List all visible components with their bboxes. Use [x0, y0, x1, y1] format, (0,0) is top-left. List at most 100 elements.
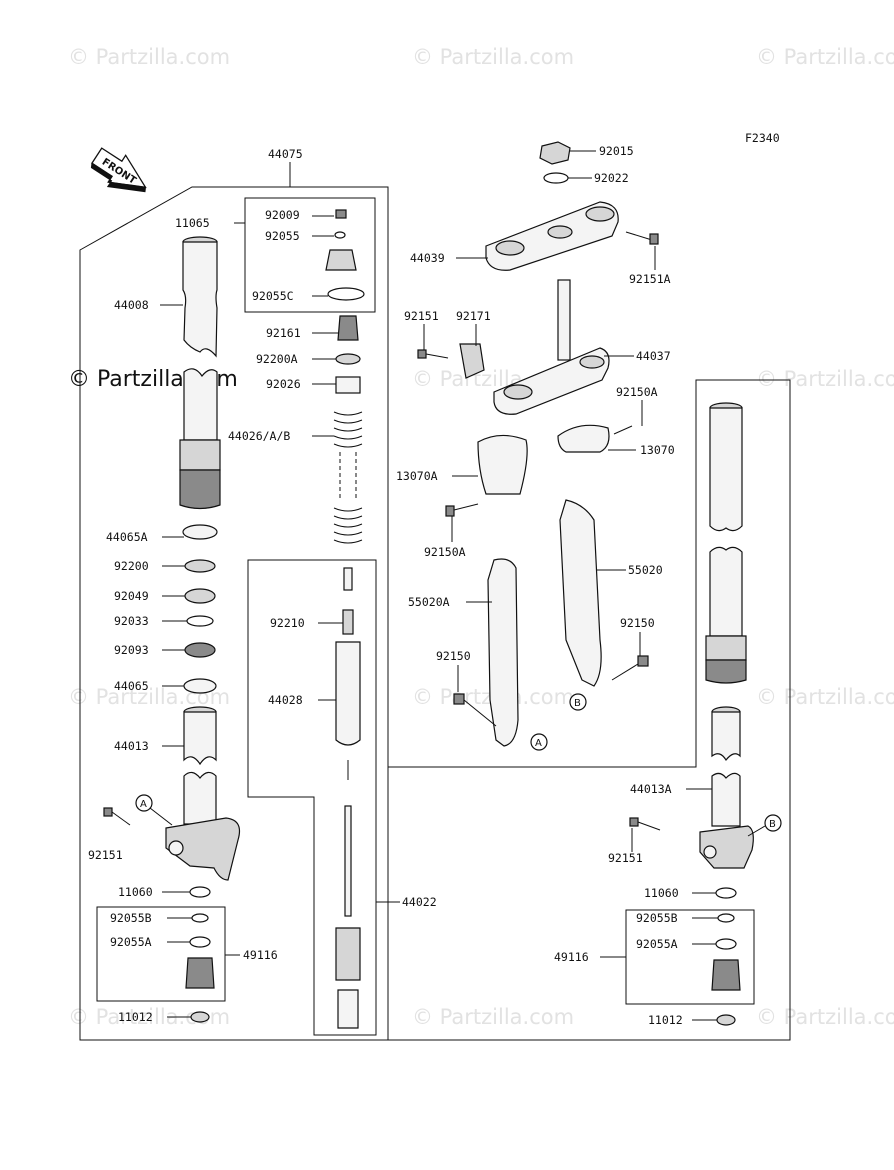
bolt-92150a-low — [445, 503, 479, 517]
oil-seal — [184, 588, 216, 604]
label-92055b-right: 92055B — [636, 911, 678, 925]
label-92055c: 92055C — [252, 289, 294, 303]
o-ring-small — [334, 231, 346, 239]
label-92210: 92210 — [270, 616, 305, 630]
o-ring — [189, 936, 211, 948]
label-92033: 92033 — [114, 614, 149, 628]
label-92009: 92009 — [265, 208, 300, 222]
label-92150-left: 92150 — [436, 649, 471, 663]
leader-lines — [160, 150, 718, 1021]
ref-mark-a — [135, 794, 153, 812]
label-92055a-left: 92055A — [110, 935, 152, 949]
label-44013: 44013 — [114, 739, 149, 753]
bolt-92150-left — [453, 693, 497, 727]
watermark: © Partzilla.com — [412, 45, 574, 69]
ref-mark-a — [530, 733, 548, 751]
label-11012-right: 11012 — [648, 1013, 683, 1027]
air-bleed-screw — [335, 209, 347, 219]
spring-guide — [337, 315, 359, 341]
label-92151-right: 92151 — [608, 851, 643, 865]
o-ring — [191, 913, 209, 923]
base-valve — [711, 959, 741, 991]
watermark: © Partzilla.com — [756, 367, 894, 391]
guide-bushing — [182, 524, 218, 540]
ref-mark-b-label: B — [769, 819, 776, 830]
bracket-92171 — [459, 343, 485, 379]
label-92151a: 92151A — [629, 272, 671, 286]
fork-cap — [325, 249, 357, 271]
damper-rod — [344, 805, 352, 917]
push-rod — [343, 567, 353, 591]
steering-stem — [557, 279, 571, 361]
spring-seat — [335, 353, 361, 365]
fork-guard-55020a — [487, 558, 519, 747]
label-11060-left: 11060 — [118, 885, 153, 899]
base-valve — [185, 957, 215, 989]
handlebar-holder-13070a — [477, 434, 528, 495]
label-55020: 55020 — [628, 563, 663, 577]
label-49116-left: 49116 — [243, 948, 278, 962]
spacer — [335, 376, 361, 394]
label-92200a: 92200A — [256, 352, 298, 366]
cartridge-cylinder — [335, 641, 361, 746]
label-92171: 92171 — [456, 309, 491, 323]
bolt-92151-mid — [417, 349, 449, 359]
cylinder-base — [335, 927, 361, 981]
o-ring-cap — [327, 287, 365, 301]
label-44026: 44026/A/B — [228, 429, 290, 443]
clamp-bolt-right — [629, 817, 661, 831]
right-fork-parts: B — [629, 402, 782, 1026]
left-fork-parts: A — [103, 209, 365, 1029]
label-44065: 44065 — [114, 679, 149, 693]
watermark: © Partzilla.com — [68, 45, 230, 69]
label-11065: 11065 — [175, 216, 210, 230]
stopper-ring — [186, 615, 214, 627]
stem-nut — [539, 141, 571, 165]
label-92093: 92093 — [114, 643, 149, 657]
label-44008: 44008 — [114, 298, 149, 312]
label-92200: 92200 — [114, 559, 149, 573]
label-44065a: 44065A — [106, 530, 148, 544]
label-13070a: 13070A — [396, 469, 438, 483]
label-92049: 92049 — [114, 589, 149, 603]
fork-spring — [333, 411, 363, 544]
watermark: © Partzilla.com — [756, 685, 894, 709]
ref-mark-b — [764, 814, 782, 832]
label-44022: 44022 — [402, 895, 437, 909]
label-92151-left: 92151 — [88, 848, 123, 862]
fork-guard-55020 — [559, 499, 602, 687]
label-44039: 44039 — [410, 251, 445, 265]
o-ring — [715, 887, 737, 899]
label-92150a-top: 92150A — [616, 385, 658, 399]
o-ring — [189, 886, 211, 898]
washer — [184, 559, 216, 573]
part-labels: 44075 11065 92009 92055 92055C 44008 921… — [88, 144, 683, 1027]
label-92026: 92026 — [266, 377, 301, 391]
label-92055a-right: 92055A — [636, 937, 678, 951]
outer-tube — [179, 236, 221, 510]
label-92151-mid: 92151 — [404, 309, 439, 323]
label-92055b-left: 92055B — [110, 911, 152, 925]
clamp-bolt — [103, 807, 131, 826]
front-arrow-icon: FRONT — [90, 147, 147, 193]
ref-mark-b-label: B — [574, 698, 581, 709]
label-92015: 92015 — [599, 144, 634, 158]
clamp-bolt-92151a — [625, 231, 659, 245]
label-44037: 44037 — [636, 349, 671, 363]
label-55020a: 55020A — [408, 595, 450, 609]
ref-mark-a-label: A — [535, 738, 542, 749]
label-92150a-low: 92150A — [424, 545, 466, 559]
ref-mark-b — [569, 693, 587, 711]
watermark: © Partzilla.com — [756, 1005, 894, 1029]
drain-bolt — [190, 1011, 210, 1023]
figure-code: F2340 — [745, 131, 780, 145]
inner-tube-right — [699, 706, 754, 869]
o-ring — [717, 913, 735, 923]
bolt-92150-right — [611, 655, 649, 681]
slide-bushing — [183, 678, 217, 694]
dust-seal — [184, 642, 216, 658]
label-92022: 92022 — [594, 171, 629, 185]
watermark: © Partzilla.com — [756, 45, 894, 69]
label-49116-right: 49116 — [554, 950, 589, 964]
